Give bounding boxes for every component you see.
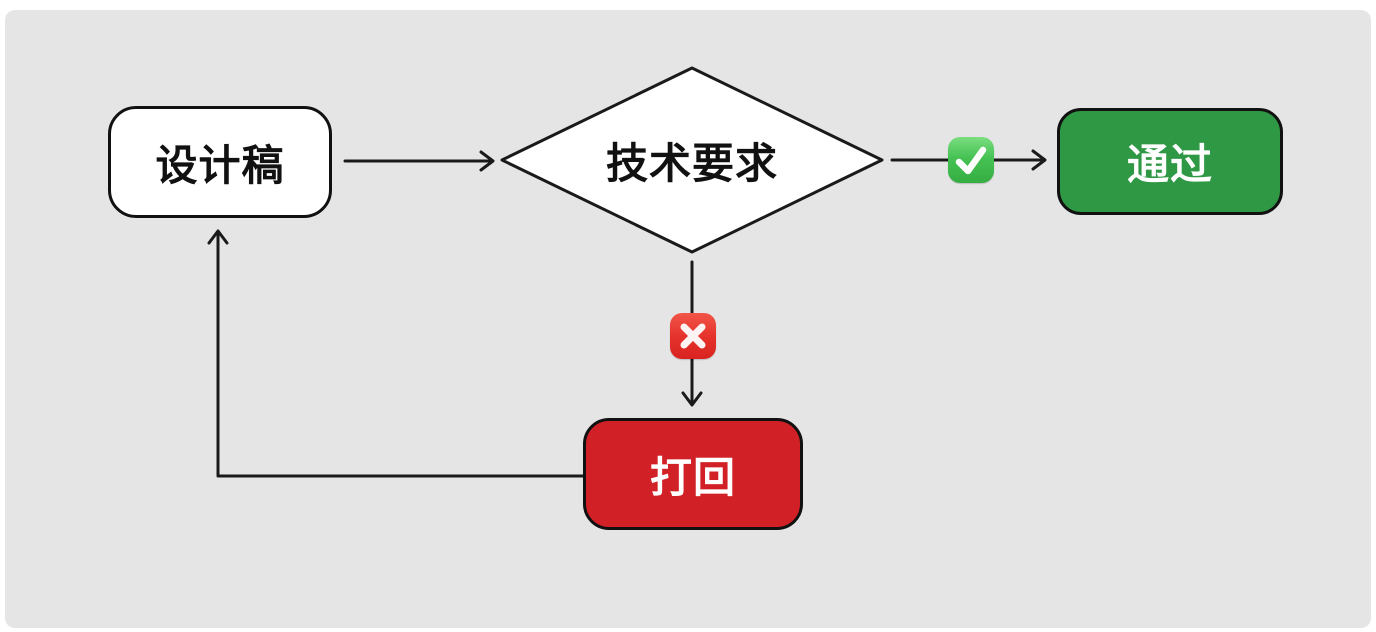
- node-design-draft[interactable]: 设计稿: [108, 106, 332, 218]
- edge-decision-to-pass-arrowhead: [1031, 149, 1047, 171]
- node-pass-label: 通过: [1126, 141, 1213, 188]
- node-decision-label-wrap[interactable]: 技术要求: [542, 130, 842, 190]
- node-reject-label: 打回: [649, 453, 736, 501]
- check-mark-button-emoji-icon: [948, 137, 994, 183]
- decision-diamond-shape[interactable]: [500, 66, 884, 254]
- cross-mark-emoji-icon: [670, 313, 716, 359]
- node-decision-label: 技术要求: [605, 139, 778, 187]
- edge-design-to-decision-arrowhead: [479, 150, 495, 172]
- edge-reject-to-design-arrowhead: [207, 229, 229, 245]
- edge-decision-to-reject-arrowhead: [681, 391, 703, 407]
- node-pass[interactable]: 通过: [1057, 108, 1283, 215]
- node-reject[interactable]: 打回: [583, 418, 803, 530]
- edge-reject-to-design: [216, 230, 585, 478]
- node-design-draft-label: 设计稿: [155, 141, 285, 189]
